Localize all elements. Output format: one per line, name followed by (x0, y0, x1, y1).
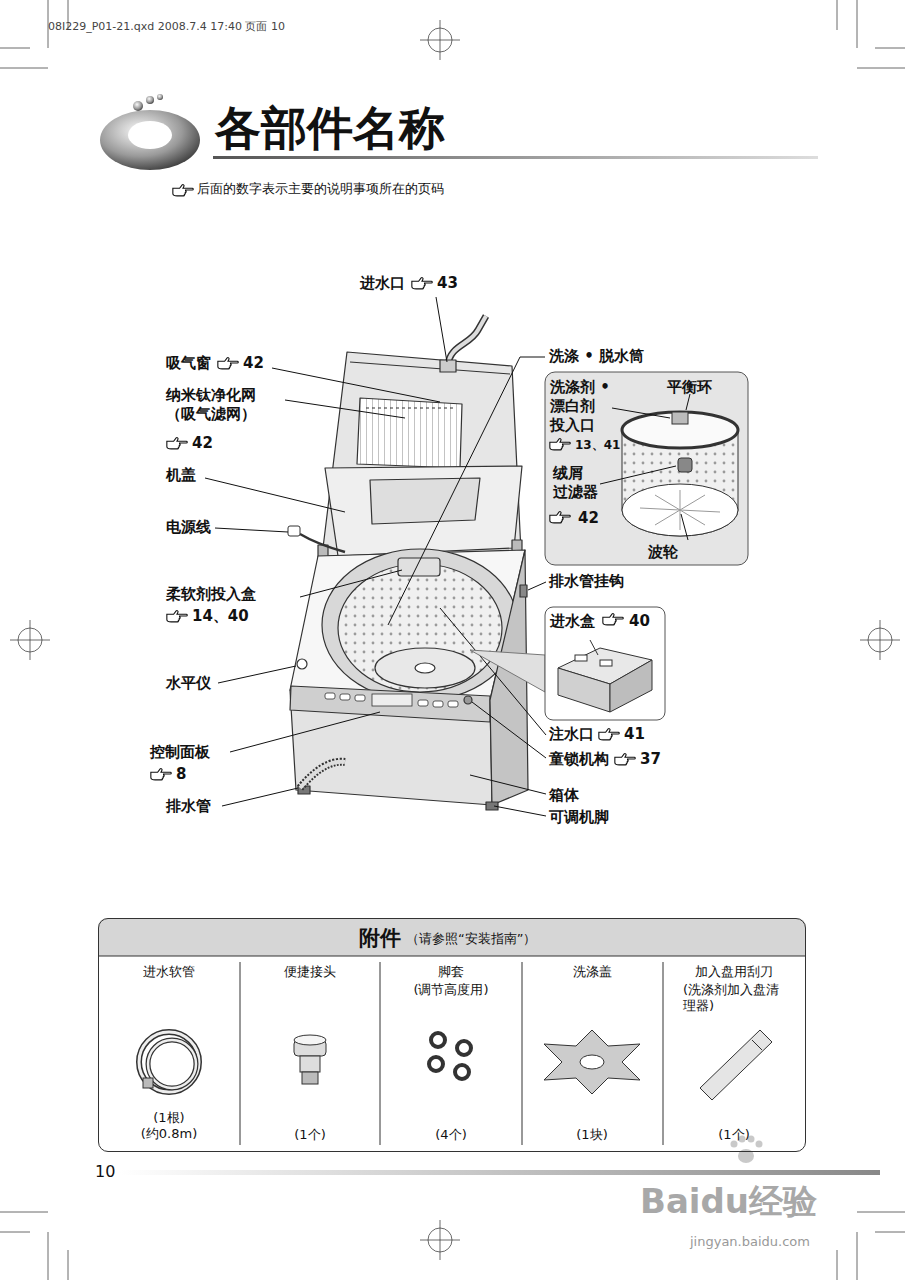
accessory-count: (4个) (435, 1127, 466, 1143)
note-text: 后面的数字表示主要的说明事项所在的页码 (197, 181, 444, 197)
callout-number: 43 (437, 274, 458, 293)
accessory-name: 进水软管 (143, 964, 195, 980)
part-name: 机盖 (166, 466, 196, 485)
callout-number: 8 (176, 765, 186, 784)
accessory-name: 便捷接头 (284, 964, 336, 980)
part-name: 进水口 (360, 274, 405, 293)
inset-text: 42 (578, 509, 599, 528)
accessory-note: (洗涤剂加入盘清理器) (683, 982, 789, 1015)
inset-heading: 附件 (359, 925, 401, 951)
callout-number: 14、40 (192, 607, 249, 626)
inset-text: 40 (629, 612, 650, 631)
detail-inset: 洗涤剂 • 漂白剂 投入口 13、41 平衡环绒屑 过滤器 42 波轮 (545, 372, 748, 568)
part-name: 童锁机构 (549, 750, 609, 769)
part-name: 柔软剂投入盒 (166, 585, 256, 604)
part-name: 电源线 (166, 518, 211, 537)
accessory-name: 洗涤盖 (573, 964, 612, 980)
part-name: 吸气窗 (166, 354, 211, 373)
accessory-panel: 附件 （请参照“安装指南”） (98, 918, 806, 1152)
callout-number: 42 (243, 354, 264, 373)
part-name: 控制面板 (150, 743, 210, 762)
print-header: 08I229_P01-21.qxd 2008.7.4 17:40 页面 10 (48, 20, 285, 34)
part-name: 可调机脚 (549, 808, 609, 827)
callout-number: 37 (640, 750, 661, 769)
accessory-count: (1个) (718, 1127, 749, 1143)
inset-text: 绒屑 过滤器 (553, 464, 601, 502)
accessory-name: 脚套 (438, 964, 464, 980)
accessory-count: (1根) (约0.8m) (129, 1110, 209, 1143)
part-name: 水平仪 (166, 674, 211, 693)
page-number: 10 (95, 1162, 115, 1182)
part-name: 排水管挂钩 (549, 572, 624, 591)
inset-text: 13、41 (575, 438, 620, 453)
part-name: 排水管 (166, 797, 211, 816)
inset-text: 波轮 (648, 543, 678, 562)
part-name: 纳米钛净化网 （吸气滤网） (166, 386, 278, 424)
watermark: Baidu经验 (640, 1180, 817, 1223)
detail-inset: 进水盒 40 (545, 607, 665, 720)
inset-heading: 洗涤剂 • 漂白剂 投入口 (550, 378, 610, 434)
inset-text: 平衡环 (667, 378, 712, 397)
callout-number: 41 (624, 725, 645, 744)
callout-number: 42 (192, 434, 213, 453)
accessory-count: (1个) (294, 1127, 325, 1143)
part-name: 洗涤 • 脱水筒 (549, 347, 644, 366)
accessory-note: (调节高度用) (413, 982, 488, 998)
inset-text: （请参照“安装指南”） (406, 931, 536, 947)
watermark-url: jingyan.baidu.com (690, 1234, 810, 1250)
accessory-count: (1块) (576, 1127, 607, 1143)
part-name: 注水口 (549, 725, 594, 744)
inset-heading: 进水盒 (550, 612, 595, 631)
accessory-name: 加入盘用刮刀 (695, 964, 773, 980)
page-title: 各部件名称 (215, 100, 445, 158)
part-name: 箱体 (549, 786, 579, 805)
